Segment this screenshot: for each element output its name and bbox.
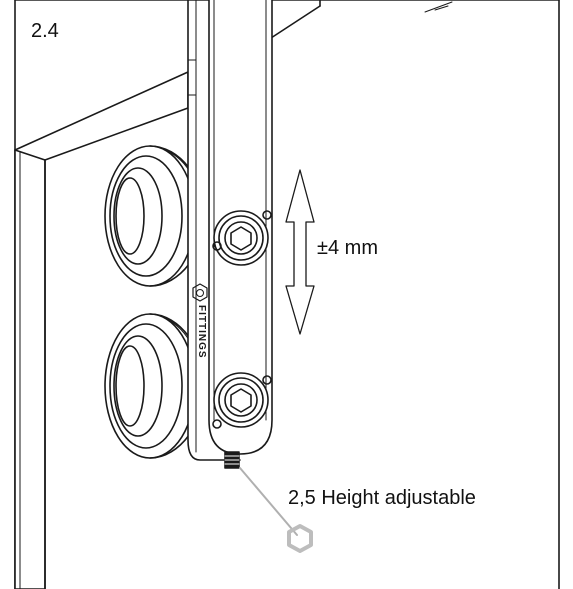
brand-text: FITTINGS: [196, 305, 207, 359]
callout-leader: [239, 467, 298, 536]
hex-key-icon: [287, 524, 313, 553]
height-range-label: ±4 mm: [317, 237, 378, 259]
upper-roller: [104, 145, 206, 287]
step-number: 2.4: [31, 20, 59, 42]
double-arrow-icon: [285, 169, 315, 335]
height-adjustable-label: 2,5 Height adjustable: [288, 487, 476, 509]
lower-hex-bolt: [212, 372, 272, 429]
panel-frame: [14, 0, 560, 589]
grub-screw: [224, 451, 240, 469]
brand-logo-badge: [192, 283, 208, 302]
upper-hex-bolt: [212, 210, 272, 266]
